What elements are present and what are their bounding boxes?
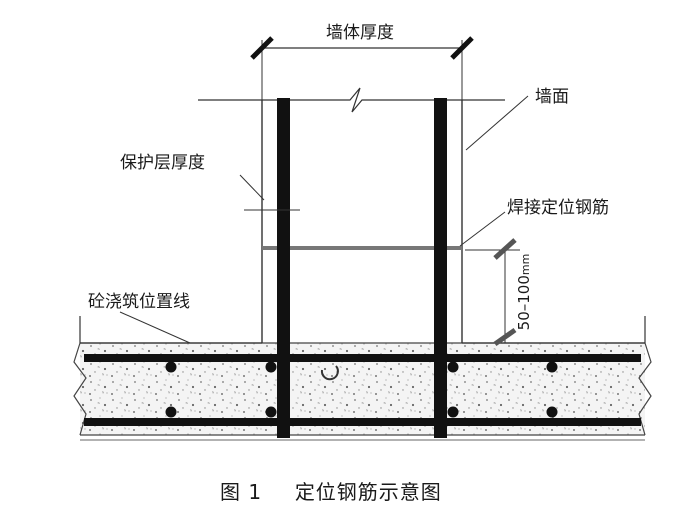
figure-caption: 图 1 定位钢筋示意图 xyxy=(220,476,442,505)
spacing-unit: mm xyxy=(519,253,532,276)
wall-outline xyxy=(79,87,646,344)
wall-face-leader xyxy=(465,95,529,151)
pour-line-leader xyxy=(119,311,191,344)
wall-rebars xyxy=(277,98,447,438)
slab-rebar-bottom xyxy=(84,418,641,426)
distribution-bar-dots xyxy=(165,361,558,418)
wall-face-label: 墙面 xyxy=(535,87,569,107)
hook-symbol xyxy=(320,365,339,381)
pour-line-label: 砼浇筑位置线 xyxy=(88,292,190,312)
spacing-label-group: 50–100mm xyxy=(512,252,536,337)
wall-thickness-label: 墙体厚度 xyxy=(326,23,394,43)
slab-rebar-top xyxy=(84,354,641,362)
spacing-dimension xyxy=(465,238,520,347)
figure-title: 定位钢筋示意图 xyxy=(294,480,442,504)
cover-thickness-label: 保护层厚度 xyxy=(120,153,205,173)
spacing-value: 50–100 xyxy=(515,275,533,331)
welded-positioning-bar-label: 焊接定位钢筋 xyxy=(507,198,609,218)
figure-number: 图 1 xyxy=(220,480,263,504)
wall-rebar-right xyxy=(434,98,447,438)
cover-thickness-marker xyxy=(239,174,300,220)
welded-bar-leader xyxy=(459,211,506,247)
welded-positioning-bar xyxy=(262,246,462,250)
slab-rebars xyxy=(84,354,641,426)
wall-thickness-dimension xyxy=(250,36,474,100)
wall-rebar-left xyxy=(277,98,290,438)
